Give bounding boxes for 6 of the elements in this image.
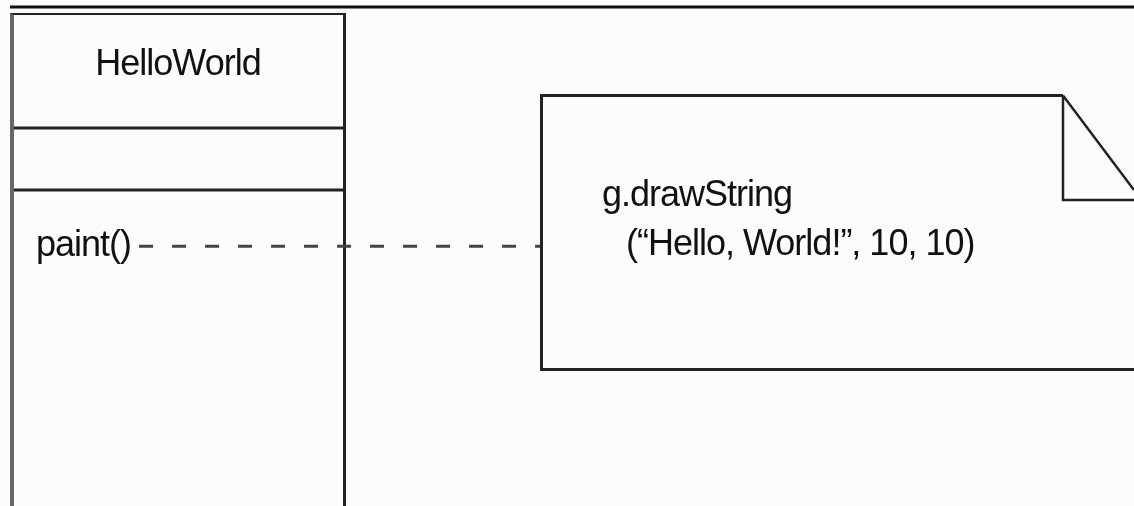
class-box (10, 13, 346, 506)
dashed-connector (139, 244, 540, 248)
note-text: g.drawString (“Hello, World!”, 10, 10) (602, 172, 975, 265)
class-name: HelloWorld (94, 41, 262, 85)
note-shape (540, 94, 1134, 371)
method-name: paint() (36, 222, 132, 266)
